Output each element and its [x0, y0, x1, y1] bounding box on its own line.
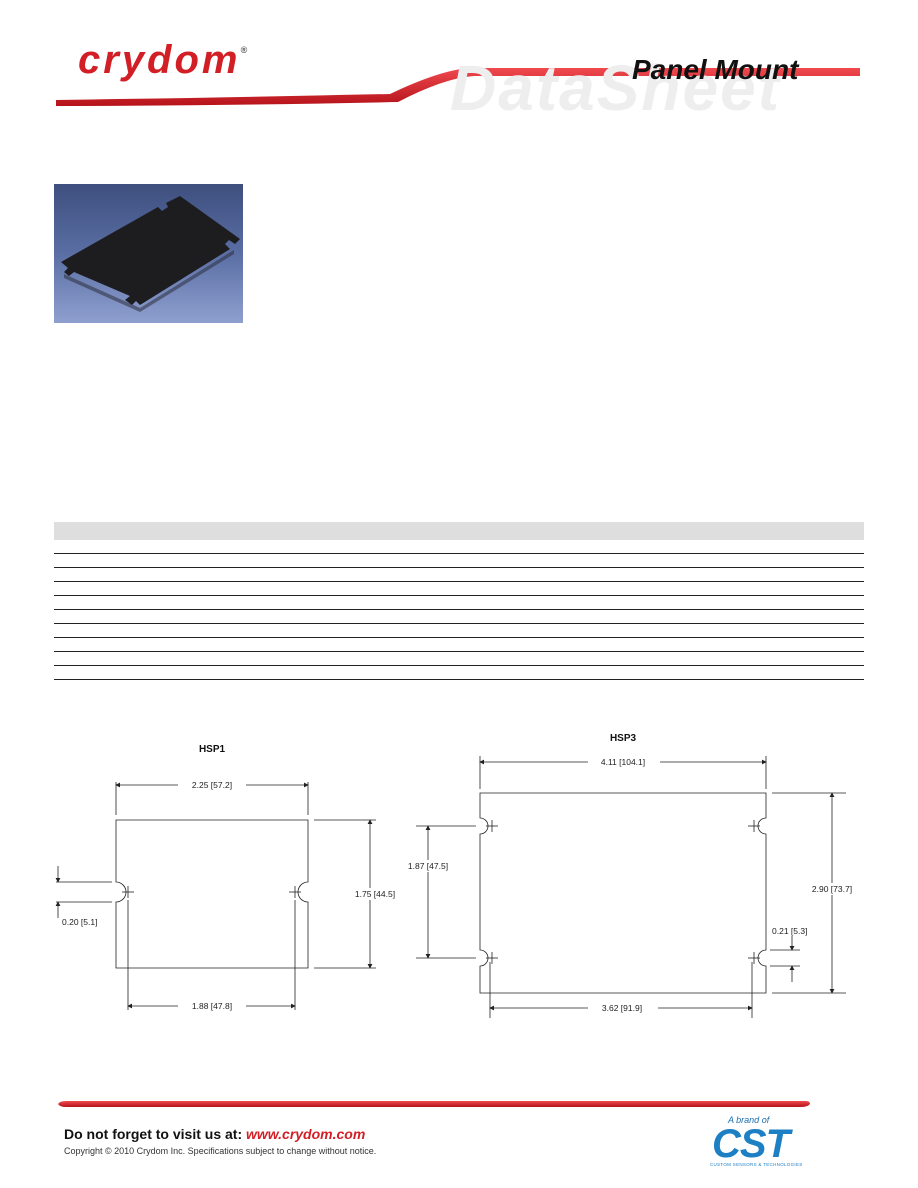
hsp3-title: HSP3	[610, 733, 637, 744]
hsp3-slot-dimension: 0.21 [5.3]	[772, 926, 807, 936]
copyright-text: Copyright © 2010 Crydom Inc. Specificati…	[64, 1146, 377, 1156]
hsp3-hole-pitch-dimension: 3.62 [91.9]	[602, 1003, 642, 1013]
cst-tagline: CUSTOM SENSORS & TECHNOLOGIES	[710, 1162, 803, 1167]
table-row	[54, 624, 864, 638]
footer-swoosh	[58, 1101, 810, 1107]
thermal-pad-photo-icon	[54, 184, 243, 323]
table-row	[54, 540, 864, 554]
table-header-row	[54, 522, 864, 540]
hsp3-hole-vertical-dimension: 1.87 [47.5]	[408, 861, 448, 871]
page-category-title: Panel Mount	[632, 54, 799, 85]
visit-us-text: Do not forget to visit us at: www.crydom…	[64, 1126, 366, 1142]
table-row	[54, 554, 864, 568]
hsp3-height-dimension: 2.90 [73.7]	[812, 884, 852, 894]
hsp1-width-dimension: 2.25 [57.2]	[192, 780, 232, 790]
cst-logo: CST	[712, 1122, 790, 1166]
table-row	[54, 596, 864, 610]
header-swoosh	[56, 68, 860, 106]
brand-of-label: A brand of	[728, 1115, 770, 1125]
table-row	[54, 568, 864, 582]
hsp1-slot-dimension: 0.20 [5.1]	[62, 917, 97, 927]
website-link[interactable]: www.crydom.com	[246, 1126, 366, 1142]
crydom-logo: crydom®	[78, 38, 248, 82]
dimension-drawings: HSP1 2.25 [57.2] 1.75 [44.5] 0.20 [5.1] …	[55, 733, 858, 1018]
datasheet-watermark: DataSheet	[450, 52, 781, 124]
table-row	[54, 610, 864, 624]
table-row	[54, 638, 864, 652]
hsp1-title: HSP1	[199, 744, 226, 755]
hsp1-hole-pitch-dimension: 1.88 [47.8]	[192, 1001, 232, 1011]
hsp3-width-dimension: 4.11 [104.1]	[601, 757, 645, 767]
table-row	[54, 652, 864, 666]
table-row	[54, 666, 864, 680]
table-row	[54, 582, 864, 596]
hsp1-height-dimension: 1.75 [44.5]	[355, 889, 395, 899]
specifications-table	[54, 522, 864, 680]
